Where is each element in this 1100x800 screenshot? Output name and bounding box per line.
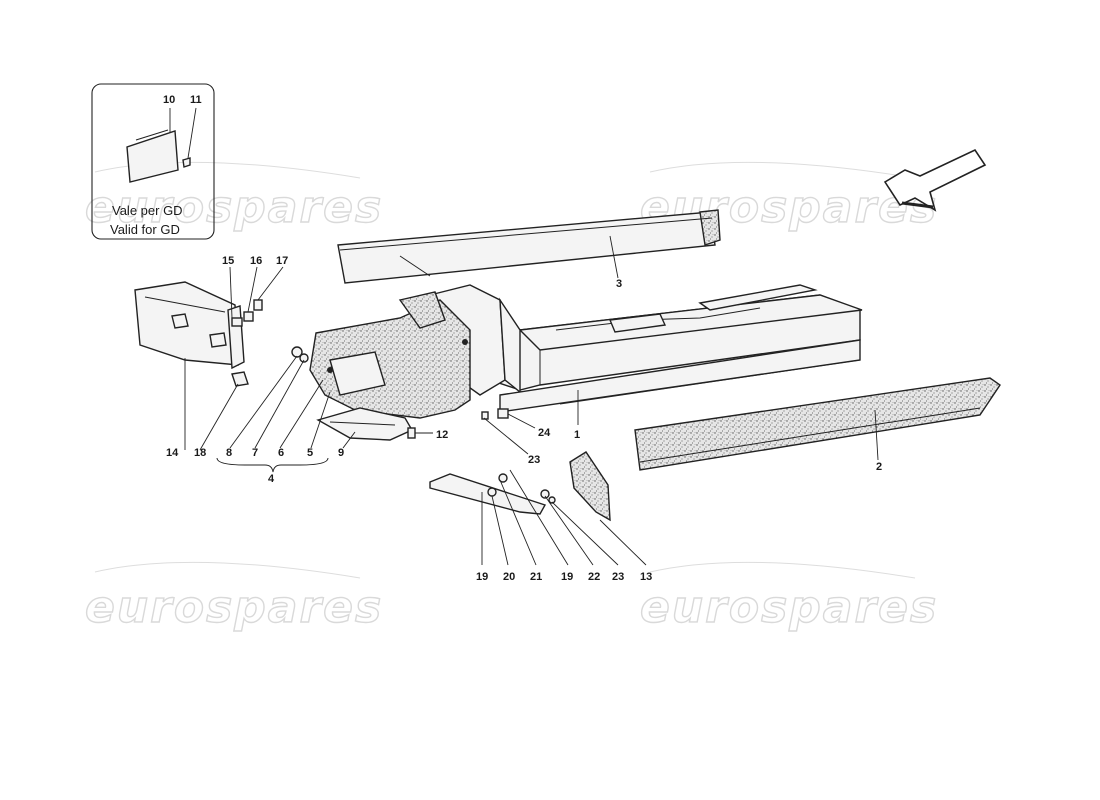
callout-11: 11: [190, 94, 202, 106]
part-3-upper-trim: [337, 209, 721, 284]
callout-19: 20: [503, 571, 515, 583]
callout-5b: 5: [307, 447, 313, 459]
callout-9: 12: [436, 429, 448, 441]
callout-7: 8: [226, 447, 232, 459]
callout-19b: 22: [588, 571, 600, 583]
watermark-top-left: eurospares: [85, 182, 383, 233]
bracket-18-22: [429, 473, 556, 515]
watermarks: eurospares eurospares eurospares eurospa…: [84, 161, 938, 634]
callout-1: 1: [574, 429, 580, 441]
callout-22: 23: [612, 571, 624, 583]
callout-20: 21: [530, 571, 542, 583]
callout-5: 6: [278, 447, 284, 459]
callout-4: 4: [268, 473, 275, 485]
watermark-bottom-right: eurospares: [640, 582, 938, 633]
callout-14: 15: [222, 255, 234, 267]
part-12-felt-pad: [569, 451, 611, 522]
callout-23: 23: [528, 454, 540, 466]
inset-note-it: Vale per GD: [112, 203, 183, 218]
callout-labels: 15 16 17 3 14 18 8 7 6 5 9 12 4 23 24 1 …: [166, 255, 882, 583]
direction-arrow: [883, 148, 987, 212]
callout-13: 14: [166, 447, 179, 459]
inset-gd-variant: 10 11 Vale per GD Valid for GD: [91, 83, 215, 240]
callout-24: 24: [538, 427, 551, 439]
part-2-lower-trim: [634, 377, 1001, 471]
callout-18: 19: [476, 571, 488, 583]
watermark-bottom-left: eurospares: [85, 582, 383, 633]
callout-2: 2: [876, 461, 882, 473]
fasteners-6-7: [291, 346, 309, 363]
callout-21: 19: [561, 571, 573, 583]
callout-10: 10: [163, 94, 175, 106]
inset-note-en: Valid for GD: [110, 222, 180, 237]
callout-6: 7: [252, 447, 258, 459]
callout-3: 3: [616, 278, 622, 290]
part-1-tunnel: [429, 284, 863, 413]
part-5-console-front: [309, 291, 471, 419]
callout-8: 9: [338, 447, 344, 459]
callout-15: 16: [250, 255, 262, 267]
callout-17: 18: [194, 447, 206, 459]
callout-12: 13: [640, 571, 652, 583]
leader-lines: [184, 235, 879, 566]
callout-16: 17: [276, 255, 288, 267]
